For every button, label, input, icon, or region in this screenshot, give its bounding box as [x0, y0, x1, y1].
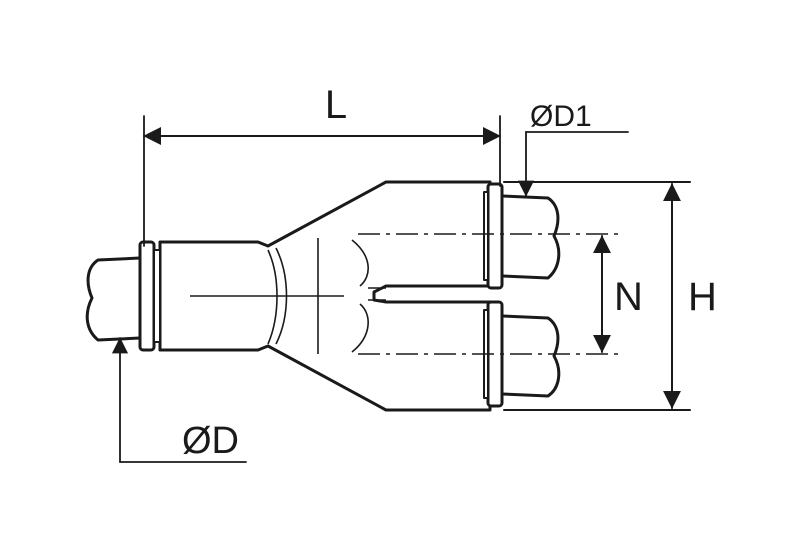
fitting-body — [158, 180, 492, 412]
dimension-l — [143, 115, 501, 247]
dimension-d1-label: ØD1 — [530, 100, 592, 133]
collet-outlet-upper — [483, 182, 504, 290]
dimension-d — [111, 337, 247, 463]
dimension-h-label: H — [688, 275, 717, 319]
outlet-centerlines — [358, 233, 620, 355]
dimension-d-label: ØD — [182, 420, 239, 462]
dimension-h — [503, 181, 691, 411]
outlet-tube-lower — [501, 314, 561, 398]
dimension-n-label: N — [614, 275, 643, 319]
inlet-tube — [85, 256, 141, 342]
collet-inlet — [138, 240, 161, 352]
dimension-l-label: L — [325, 83, 347, 127]
dimension-d1 — [517, 131, 629, 197]
outlet-tube-upper — [501, 194, 561, 280]
